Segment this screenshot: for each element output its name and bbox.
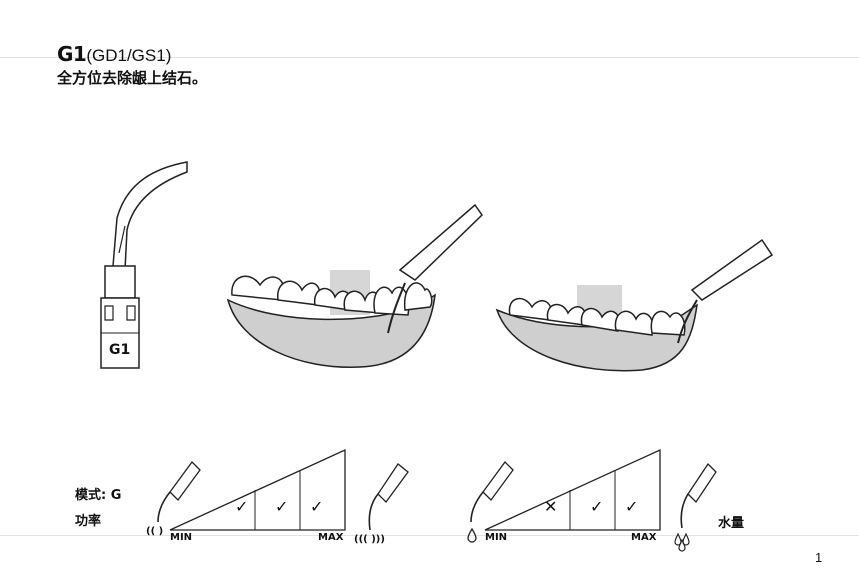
header-rule: [0, 57, 859, 58]
tip-label: G1: [109, 342, 131, 358]
power-wedge: [169, 448, 346, 531]
power-max-label: MAX: [318, 532, 344, 543]
footer-rule: [0, 535, 859, 536]
power-signal-max-icon: ((( ))): [354, 534, 385, 545]
water-handpiece-min-icon: [470, 461, 514, 523]
water-handpiece-max: [668, 450, 718, 552]
power-gauge: (( ) MIN MAX ✓ ✓ ✓: [140, 440, 370, 545]
power-handpiece-max-icon: [368, 463, 409, 531]
page-number: 1: [815, 550, 823, 565]
water-label: 水量: [718, 516, 745, 531]
power-signal-min-icon: (( ): [146, 526, 164, 537]
water-wedge: [484, 448, 661, 531]
tip-variant: (GD1/GS1): [86, 46, 172, 65]
water-min-label: MIN: [485, 532, 508, 543]
water-drop-min-icon: [467, 527, 477, 543]
power-mark-2: ✓: [275, 499, 289, 516]
water-max-label: MAX: [631, 532, 657, 543]
water-gauge: MIN MAX ✕ ✓ ✓: [455, 440, 685, 545]
scaler-tip-illustration: [100, 161, 188, 369]
page-subtitle: 全方位去除龈上结石。: [57, 69, 208, 87]
water-mark-2: ✓: [590, 499, 604, 516]
mode-label: 模式: G: [75, 488, 122, 503]
power-handpiece-max: ((( ))): [350, 450, 410, 550]
power-mark-3: ✓: [310, 499, 324, 516]
power-label: 功率: [75, 514, 102, 529]
jaw-illustration-side: [495, 238, 774, 372]
power-mark-1: ✓: [235, 499, 249, 516]
water-mark-3: ✓: [625, 499, 639, 516]
tip-code: G1: [57, 42, 87, 66]
jaw-illustration-front: [226, 203, 483, 368]
power-min-label: MIN: [170, 532, 193, 543]
page-title: G1(GD1/GS1): [57, 42, 171, 66]
water-handpiece-max-icon: [674, 462, 717, 552]
water-mark-1: ✕: [544, 499, 558, 516]
power-handpiece-min-icon: [157, 461, 201, 523]
